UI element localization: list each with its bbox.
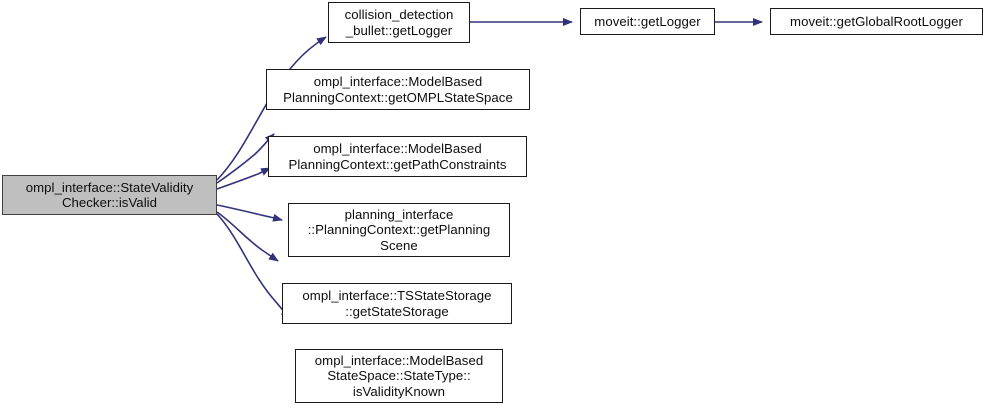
graph-node-label: planning_interface ::PlanningContext::ge… bbox=[307, 206, 491, 253]
graph-node-moveit-getlogger[interactable]: moveit::getLogger bbox=[580, 8, 715, 35]
graph-node-label: moveit::getGlobalRootLogger bbox=[790, 13, 963, 29]
graph-node-get-path-constraints[interactable]: ompl_interface::ModelBased PlanningConte… bbox=[268, 136, 527, 177]
graph-edge bbox=[216, 211, 279, 262]
graph-edge bbox=[216, 213, 291, 319]
graph-node-get-ompl-state-space[interactable]: ompl_interface::ModelBased PlanningConte… bbox=[266, 69, 530, 110]
graph-node-moveit-getglobalrootlogger[interactable]: moveit::getGlobalRootLogger bbox=[770, 8, 983, 35]
graph-node-is-validity-known[interactable]: ompl_interface::ModelBased StateSpace::S… bbox=[295, 349, 503, 403]
graph-node-get-state-storage[interactable]: ompl_interface::TSStateStorage ::getStat… bbox=[282, 283, 512, 324]
graph-node-label: ompl_interface::ModelBased StateSpace::S… bbox=[314, 352, 484, 399]
graph-node-label: collision_detection _bullet::getLogger bbox=[344, 7, 454, 38]
graph-node-label: ompl_interface::TSStateStorage ::getStat… bbox=[302, 288, 492, 319]
graph-node-get-planning-scene[interactable]: planning_interface ::PlanningContext::ge… bbox=[288, 203, 510, 257]
graph-node-label: ompl_interface::ModelBased PlanningConte… bbox=[283, 74, 513, 105]
graph-node-label: ompl_interface::ModelBased PlanningConte… bbox=[288, 141, 507, 172]
graph-node-label: moveit::getLogger bbox=[594, 13, 701, 29]
graph-node-isvalid[interactable]: ompl_interface::StateValidity Checker::i… bbox=[2, 175, 217, 215]
graph-node-bullet-getlogger[interactable]: collision_detection _bullet::getLogger bbox=[328, 2, 470, 43]
graph-node-label: ompl_interface::StateValidity Checker::i… bbox=[25, 179, 194, 211]
graph-edge bbox=[216, 204, 283, 222]
graph-edge bbox=[216, 133, 275, 184]
graph-edge bbox=[216, 167, 271, 190]
